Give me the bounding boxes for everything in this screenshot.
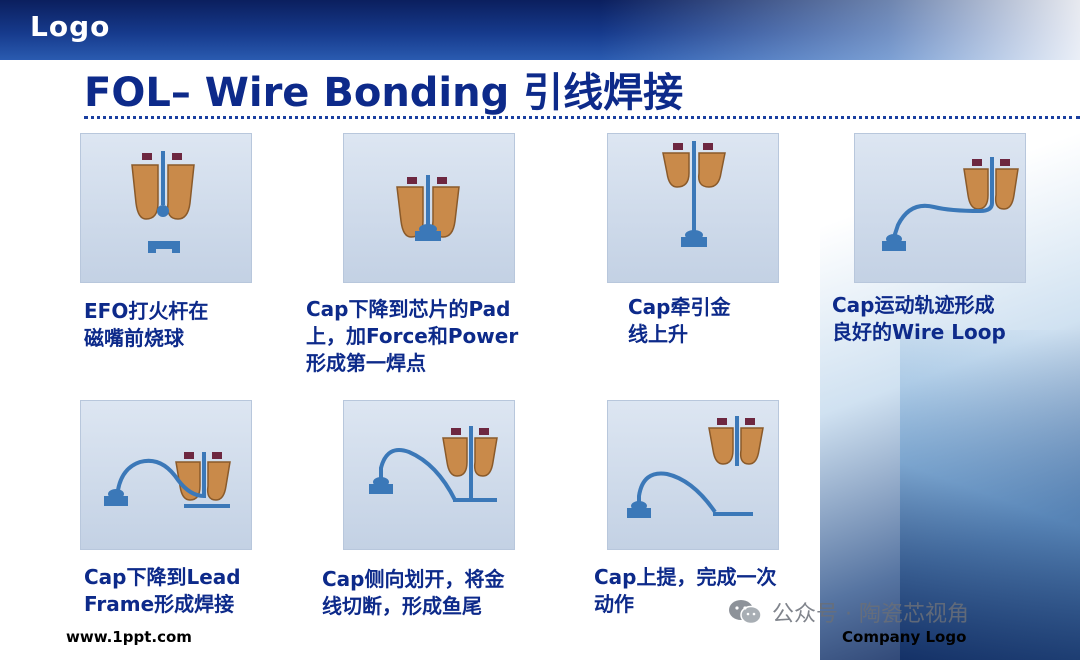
logo: Logo: [30, 10, 111, 43]
step-5-caption: Cap下降到Lead Frame形成焊接: [84, 565, 241, 616]
step-7-diagram: [607, 400, 779, 550]
footer-company-logo: Company Logo: [842, 628, 967, 646]
title-divider: [84, 116, 1080, 119]
step-1-caption: EFO打火杆在 磁嘴前烧球: [84, 299, 209, 350]
step-7-caption: Cap上提，完成一次 动作: [594, 565, 777, 616]
step-4-caption: Cap运动轨迹形成 良好的Wire Loop: [832, 293, 1006, 344]
footer-website: www.1ppt.com: [66, 628, 192, 646]
step-3-diagram: [607, 133, 779, 283]
watermark: 公众号 · 陶瓷芯视角: [728, 596, 969, 628]
background-decoration-lower: [900, 330, 1080, 660]
step-2-caption: Cap下降到芯片的Pad 上，加Force和Power 形成第一焊点: [306, 297, 519, 375]
step-4-diagram: [854, 133, 1026, 283]
step-6-diagram: [343, 400, 515, 550]
page-title: FOL– Wire Bonding 引线焊接: [84, 70, 684, 116]
step-6-caption: Cap侧向划开，将金 线切断，形成鱼尾: [322, 567, 505, 618]
step-2-diagram: [343, 133, 515, 283]
step-5-diagram: [80, 400, 252, 550]
watermark-text: 公众号 · 陶瓷芯视角: [772, 602, 969, 627]
step-1-diagram: [80, 133, 252, 283]
step-3-caption: Cap牵引金 线上升: [628, 295, 731, 346]
wechat-icon: [729, 600, 762, 625]
